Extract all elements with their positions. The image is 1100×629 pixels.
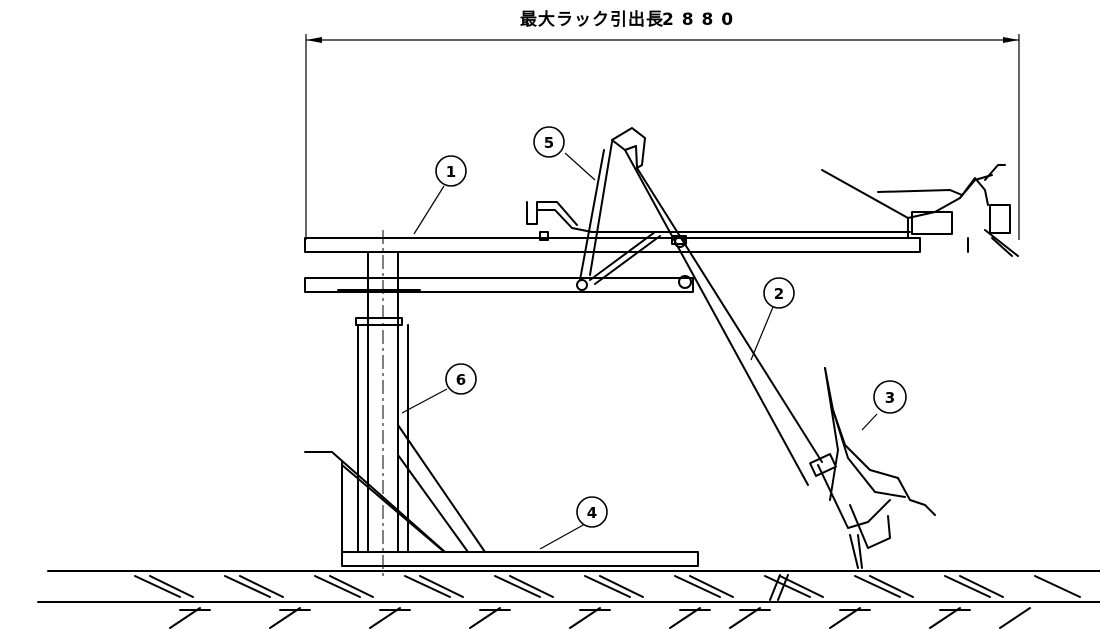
callout-5: 5 [533,126,565,158]
slope-rail [576,127,823,486]
callout-3-number: 3 [885,389,895,407]
callout-6: 6 [445,363,477,395]
callout-leaders [401,152,878,550]
callout-5-number: 5 [544,134,554,152]
dimension-value: 2 8 8 0 [662,10,734,30]
dimension-label: 最大ラック引出長 [520,9,664,30]
diagonal-braces [304,424,486,553]
support-column [337,230,421,580]
max-rack-extension-dimension: 最大ラック引出長 2 8 8 0 [305,9,1020,240]
callout-4: 4 [576,496,608,528]
upper-rack-rail [304,231,921,253]
ground [37,570,1100,629]
callout-1: 1 [435,155,467,187]
callout-2: 2 [763,277,795,309]
callout-6-number: 6 [456,371,466,389]
lower-front-wheel-holder [809,367,936,569]
upper-front-wheel-holder [526,201,593,241]
upper-rear-basket [821,164,1019,257]
callout-2-number: 2 [774,285,784,303]
callout-3: 3 [873,380,907,414]
lower-rack-rail [304,277,694,293]
callout-4-number: 4 [587,504,597,522]
callout-1-number: 1 [446,163,456,181]
base-plate [341,551,699,567]
